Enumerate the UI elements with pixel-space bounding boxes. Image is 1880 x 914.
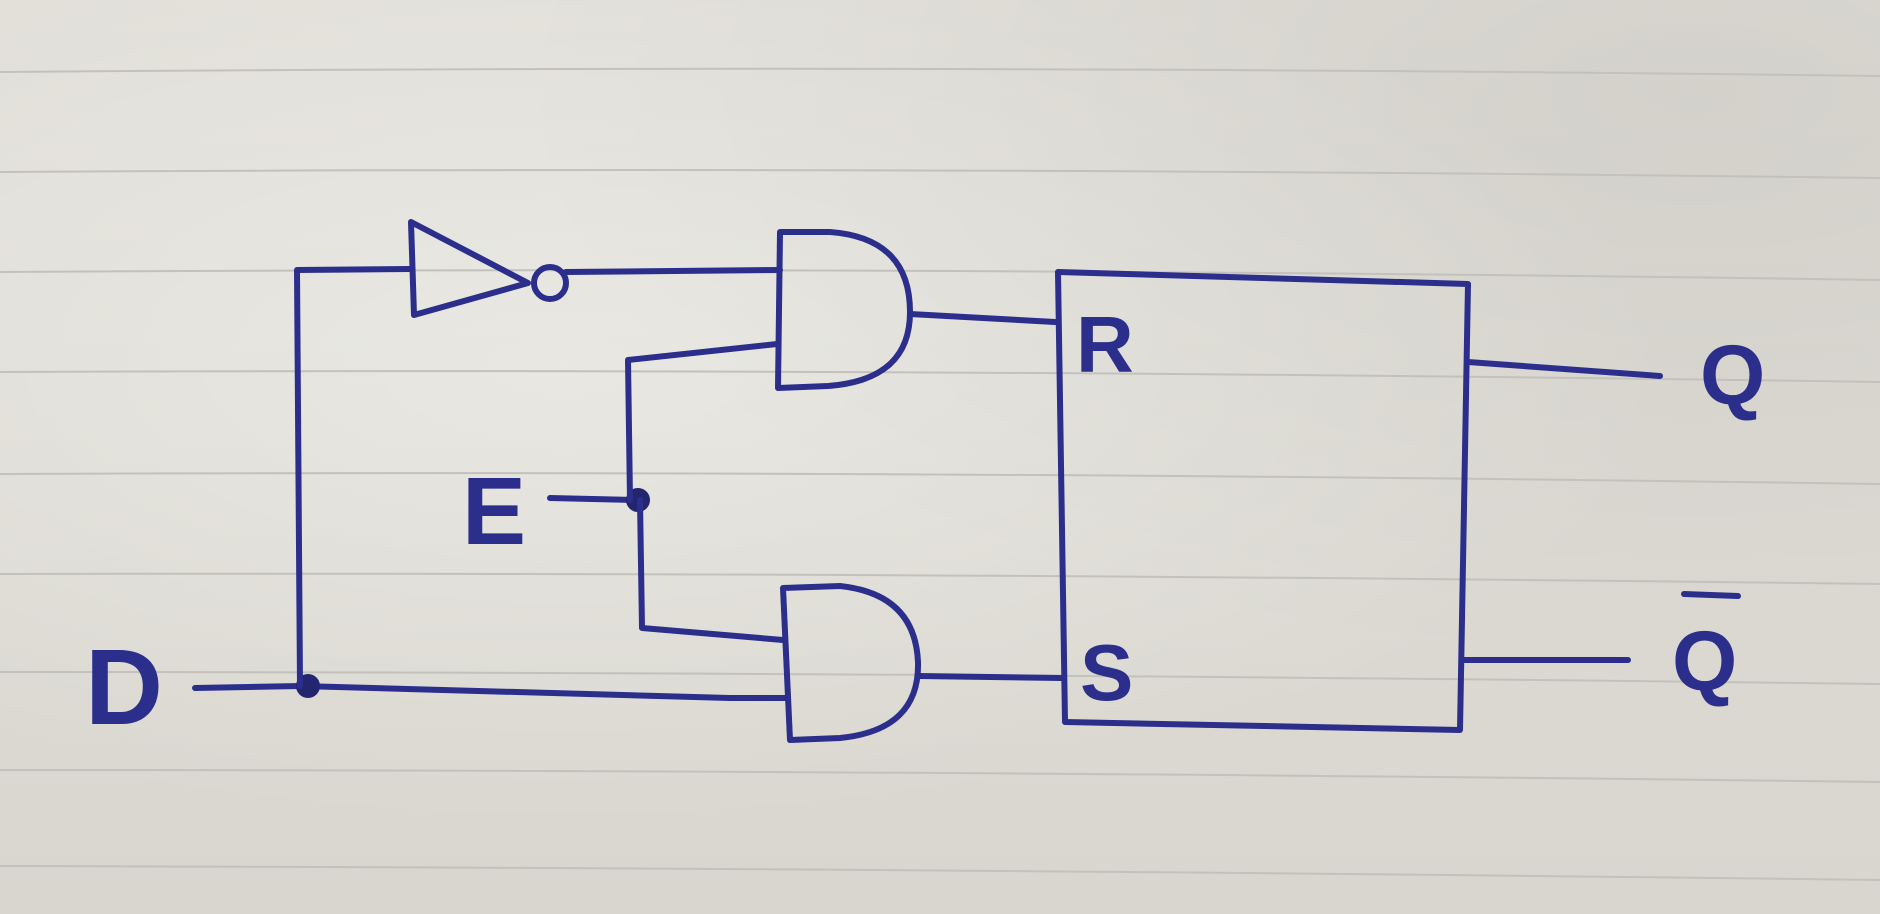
r-input-label: R bbox=[1076, 300, 1134, 389]
e-to-bottom-and-wire bbox=[637, 497, 786, 643]
d-input-wire bbox=[192, 683, 788, 701]
q-output-label: Q bbox=[1700, 328, 1765, 422]
e-input-wire bbox=[547, 495, 638, 503]
d-input-label: D bbox=[85, 626, 163, 747]
e-input-label: E bbox=[462, 458, 526, 565]
s-input-label: S bbox=[1080, 628, 1133, 717]
d-to-inverter-wire bbox=[294, 266, 413, 689]
bottom-and-output-wire bbox=[915, 673, 1065, 681]
not-gate-bubble-icon bbox=[531, 264, 569, 302]
top-and-gate bbox=[775, 229, 913, 391]
inverter-to-and-wire bbox=[563, 267, 783, 275]
q-output-wire bbox=[1465, 359, 1663, 379]
ruled-lines bbox=[0, 67, 1880, 881]
not-gate bbox=[408, 219, 531, 318]
top-and-output-wire bbox=[907, 311, 1058, 325]
e-to-top-and-wire bbox=[625, 341, 780, 503]
bottom-and-gate bbox=[780, 583, 922, 743]
sr-latch-box bbox=[1055, 269, 1471, 733]
q-bar-overline bbox=[1681, 591, 1741, 599]
q-bar-output-label: Q bbox=[1672, 614, 1737, 708]
